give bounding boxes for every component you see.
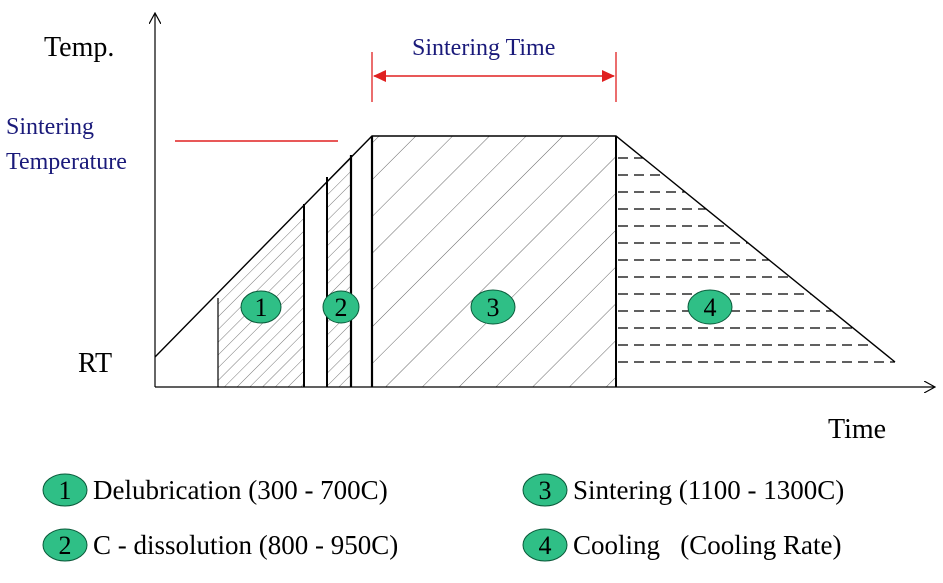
sintering-temperature-label-line2: Temperature [6, 149, 127, 175]
stage-1-marker: 1 [240, 290, 282, 324]
svg-text:1: 1 [59, 476, 72, 505]
stage-2-region [327, 155, 351, 387]
y-axis-label: Temp. [44, 32, 114, 63]
x-axis-label: Time [828, 414, 886, 445]
stage-4-marker: 4 [687, 289, 733, 325]
sintering-temperature-label-line1: Sintering [6, 114, 94, 140]
legend-item-stage-1: 1 Delubrication (300 - 700C) [42, 473, 388, 507]
svg-text:4: 4 [704, 293, 717, 322]
stage-dividers [217, 136, 617, 387]
legend: 1 Delubrication (300 - 700C) 2 C - disso… [42, 473, 844, 562]
svg-text:3: 3 [487, 293, 500, 322]
svg-text:2: 2 [335, 293, 348, 322]
svg-text:4: 4 [539, 531, 552, 560]
legend-item-stage-2: 2 C - dissolution (800 - 950C) [42, 528, 398, 562]
legend-label-stage-2: C - dissolution (800 - 950C) [93, 530, 398, 560]
stage-regions [218, 136, 895, 387]
svg-text:3: 3 [539, 476, 552, 505]
legend-label-stage-4: Cooling (Cooling Rate) [573, 530, 841, 560]
stage-4-region [618, 157, 895, 363]
room-temperature-label: RT [78, 348, 112, 379]
svg-text:2: 2 [59, 531, 72, 560]
legend-item-stage-3: 3 Sintering (1100 - 1300C) [522, 473, 844, 507]
legend-label-stage-3: Sintering (1100 - 1300C) [573, 475, 844, 505]
svg-text:1: 1 [255, 293, 268, 322]
stage-3-region [372, 136, 616, 387]
legend-item-stage-4: 4 Cooling (Cooling Rate) [522, 528, 841, 562]
stage-2-marker: 2 [322, 290, 360, 324]
temperature-profile-line [154, 135, 896, 363]
sintering-time-label: Sintering Time [412, 35, 555, 61]
legend-label-stage-1: Delubrication (300 - 700C) [93, 475, 388, 505]
stage-3-marker: 3 [470, 289, 516, 325]
